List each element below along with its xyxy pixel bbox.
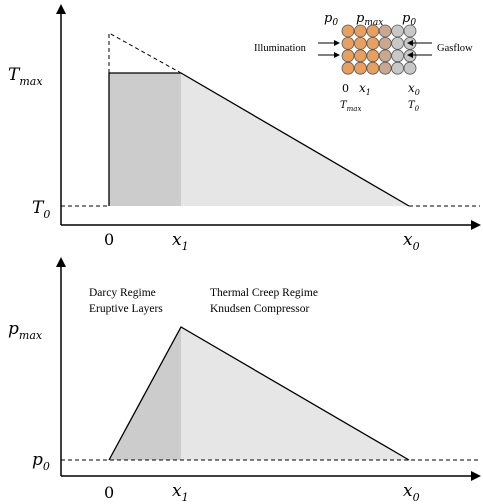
particle-circle: [391, 49, 405, 63]
particle-circle: [353, 37, 367, 50]
thermal-creep-label: Thermal Creep Regime: [210, 287, 318, 299]
inset-x0: x0: [408, 81, 420, 97]
inset-p0-right: p0: [402, 11, 416, 28]
illumination-label: Illumination: [254, 43, 307, 54]
inset-t0: T0: [408, 100, 420, 113]
particle-circle: [353, 61, 367, 75]
particle-circle: [378, 61, 392, 75]
particle-circle: [403, 49, 417, 63]
particle-circle: [403, 61, 417, 75]
top-plot: Tmax T0 0 x1 x0 p0 pmax p0 Illumination …: [8, 4, 481, 253]
bottom-plot: pmax p0 0 x1 x0 Darcy Regime Eruptive La…: [8, 257, 481, 504]
particle-circle: [366, 61, 380, 75]
particle-grid: [341, 24, 417, 75]
particle-circle: [378, 37, 392, 50]
top-dark-region: [109, 73, 181, 206]
x-label-x0: x0: [403, 230, 420, 253]
inset-schematic: p0 pmax p0 Illumination Gasflow 0 x1 x0 …: [254, 11, 473, 113]
particle-circle: [366, 37, 380, 50]
temperature-ideal-dashed-line: [108, 32, 182, 206]
particle-circle: [353, 49, 367, 63]
darcy-regime-label: Darcy Regime: [89, 287, 156, 299]
bottom-x-label-zero: 0: [104, 483, 114, 502]
particle-circle: [341, 37, 355, 50]
particle-circle: [391, 61, 405, 75]
inset-p0-left: p0: [324, 11, 338, 28]
gasflow-label: Gasflow: [437, 43, 473, 54]
x-label-x1: x1: [172, 230, 189, 253]
particle-circle: [378, 24, 392, 38]
y-label-pmax: pmax: [8, 319, 43, 342]
inset-tmax: Tmax: [340, 100, 361, 113]
particle-circle: [391, 24, 405, 38]
y-label-tmax: Tmax: [8, 65, 43, 88]
inset-x1: x1: [359, 81, 371, 97]
particle-circle: [341, 24, 355, 38]
particle-circle: [366, 24, 380, 38]
eruptive-layers-label: Eruptive Layers: [89, 303, 163, 315]
bottom-x-label-x1: x1: [172, 481, 189, 504]
inset-zero: 0: [342, 82, 349, 95]
x-label-zero: 0: [104, 230, 114, 249]
bottom-x-label-x0: x0: [403, 481, 420, 504]
particle-circle: [378, 49, 392, 63]
pressure-profile-line: [108, 326, 410, 461]
particle-circle: [341, 61, 355, 75]
y-label-t0: T0: [32, 198, 50, 221]
particle-circle: [391, 37, 405, 50]
knudsen-compressor-label: Knudsen Compressor: [210, 303, 310, 315]
y-label-p0: p0: [32, 450, 50, 473]
particle-circle: [403, 24, 417, 38]
particle-circle: [341, 49, 355, 63]
inset-pmax: pmax: [356, 11, 383, 28]
particle-circle: [353, 24, 367, 38]
particle-circle: [366, 49, 380, 63]
